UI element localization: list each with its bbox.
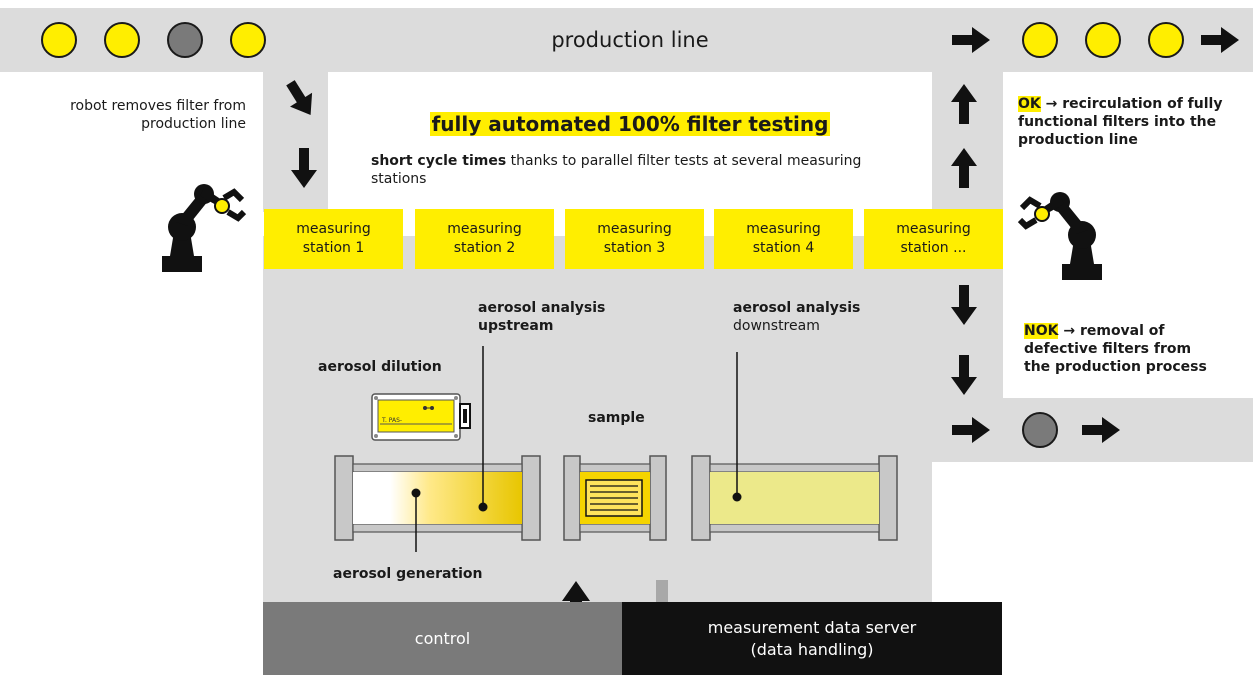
headline-title-wrap: fully automated 100% filter testing: [330, 110, 930, 138]
measuring-station-2: measuring station 2: [415, 209, 554, 269]
nok-line2: defective filters from: [1024, 341, 1192, 357]
dilution-device-icon: T. PAS-: [371, 393, 471, 441]
robot-caption-line2: production line: [141, 116, 246, 132]
station-label-line1: measuring: [296, 221, 371, 237]
nok-line3: the production process: [1024, 359, 1207, 375]
station-label-line1: measuring: [896, 221, 971, 237]
control-label: control: [414, 629, 471, 648]
headline-subtitle-line2: stations: [371, 171, 427, 187]
station-label-line1: measuring: [447, 221, 522, 237]
arrow-up-icon: [951, 148, 977, 188]
nok-arrow: →: [1063, 323, 1076, 339]
headline-subtitle-rest: thanks to parallel filter tests at sever…: [506, 153, 862, 169]
station-label-line1: measuring: [597, 221, 672, 237]
sample-holder: [563, 455, 667, 541]
ok-line1: recirculation of fully: [1057, 96, 1223, 112]
nok-panel: NOK → removal of defective filters from …: [1024, 322, 1249, 376]
robot-arm-icon: [162, 184, 247, 272]
station-label-line2: station 3: [603, 240, 666, 256]
ok-arrow: →: [1045, 96, 1058, 112]
arrow-down-icon: [951, 285, 977, 325]
headline-subtitle-bold: short cycle times: [371, 153, 507, 169]
control-box: control: [263, 602, 622, 675]
filter-ok-icon: [104, 22, 140, 58]
upstream-label-line1: aerosol analysis: [478, 300, 606, 316]
measuring-station-4: measuring station 4: [714, 209, 853, 269]
ok-line3: production line: [1018, 132, 1138, 148]
arrow-down-icon: [951, 355, 977, 395]
arrow-up-icon: [951, 84, 977, 124]
robot-arm-icon: [1017, 192, 1102, 280]
server-label-line1: measurement data server: [707, 617, 917, 637]
upstream-label: aerosol analysis upstream: [478, 299, 605, 335]
headline-title: fully automated 100% filter testing: [429, 112, 831, 136]
ok-line2: functional filters into the: [1018, 114, 1217, 130]
arrow-right-icon: [952, 417, 990, 443]
filter-ok-icon: [41, 22, 77, 58]
station-label-line1: measuring: [746, 221, 821, 237]
measurement-data-server-box: measurement data server (data handling): [622, 602, 1002, 675]
sample-label: sample: [588, 410, 645, 426]
filter-ok-icon: [230, 22, 266, 58]
station-label-line2: station 4: [752, 240, 815, 256]
station-label-line2: station 2: [453, 240, 516, 256]
arrow-diagonal-icon: [286, 80, 313, 115]
measuring-station-3: measuring station 3: [565, 209, 704, 269]
test-setup-pipes: [334, 346, 898, 552]
measuring-station-1: measuring station 1: [264, 209, 403, 269]
aerosol-generation-label: aerosol generation: [333, 566, 483, 582]
filter-ok-icon: [1085, 22, 1121, 58]
aerosol-dilution-label: aerosol dilution: [318, 359, 442, 375]
downstream-label: aerosol analysis downstream: [733, 299, 860, 335]
filter-defect-icon: [1022, 412, 1058, 448]
arrow-down-icon: [291, 148, 317, 188]
server-label-line2: (data handling): [750, 639, 874, 659]
arrow-right-icon: [952, 27, 990, 53]
station-label-line2: station 1: [302, 240, 365, 256]
downstream-pipe: [691, 455, 898, 541]
robot-caption: robot removes filter from production lin…: [20, 97, 246, 133]
arrow-right-icon: [1201, 27, 1239, 53]
ok-panel: OK → recirculation of fully functional f…: [1018, 95, 1248, 149]
filter-ok-icon: [1148, 22, 1184, 58]
dilution-device-label: T. PAS-: [381, 417, 402, 424]
filter-ok-icon: [1022, 22, 1058, 58]
arrow-right-icon: [1082, 417, 1120, 443]
robot-caption-line1: robot removes filter from: [70, 98, 246, 114]
headline-subtitle: short cycle times thanks to parallel fil…: [371, 152, 931, 188]
production-line-title: production line: [551, 28, 709, 52]
ok-tag: OK: [1018, 96, 1041, 112]
nok-tag: NOK: [1024, 323, 1059, 339]
downstream-label-line2: downstream: [733, 318, 820, 334]
upstream-pipe: [334, 455, 541, 541]
station-label-line2: station ...: [900, 240, 967, 256]
upstream-label-line2: upstream: [478, 318, 554, 334]
downstream-label-line1: aerosol analysis: [733, 300, 861, 316]
filter-defect-icon: [167, 22, 203, 58]
nok-line1: removal of: [1075, 323, 1165, 339]
measuring-station-n: measuring station ...: [864, 209, 1003, 269]
